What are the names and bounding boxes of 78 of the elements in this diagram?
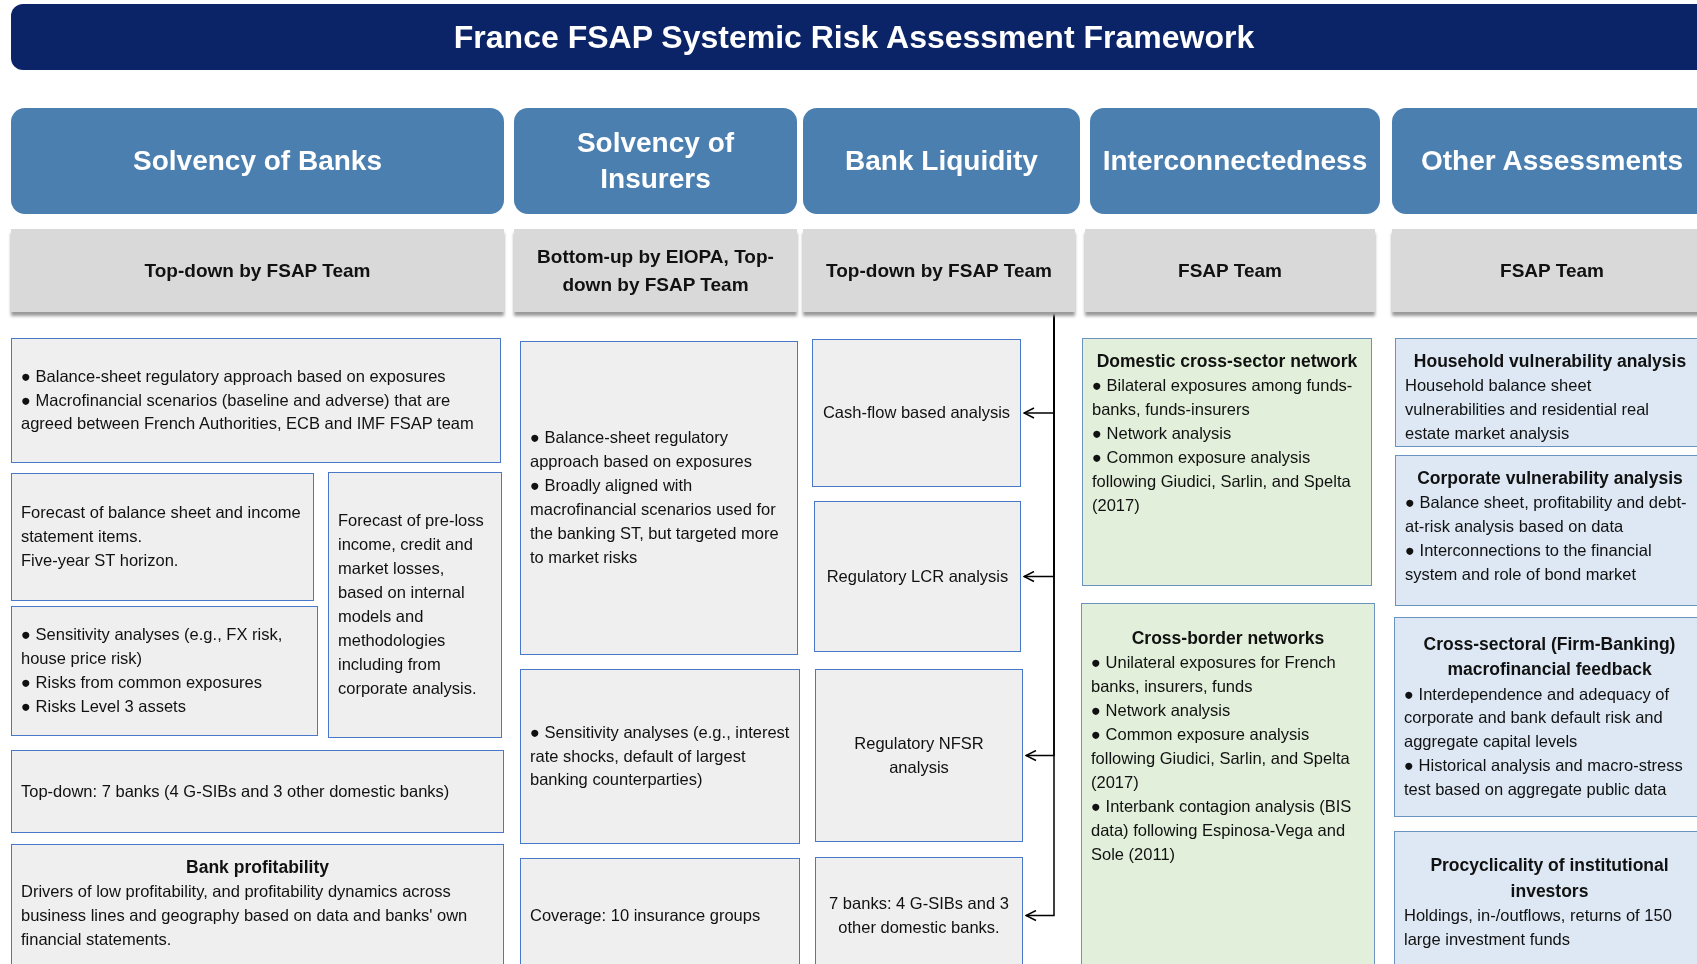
panel-heading: Household vulnerability analysis (1412, 350, 1688, 373)
panel-text: ● Historical analysis and macro-stress test based on aggregate public data (1404, 755, 1684, 801)
panel-text: ● Bilateral exposures among funds-banks, funds-insurers (1092, 375, 1354, 421)
panel-text: ● Common exposure analysis following Giudici, Sarlin, and Spelta (2017) (1092, 447, 1352, 516)
panel-text: ● Unilateral exposures for French banks, insurers, funds (1091, 652, 1337, 698)
panel-text: ● Risks Level 3 assets (21, 695, 187, 717)
panel-heading: Bank profitability (185, 856, 330, 879)
text-panel (1081, 603, 1375, 964)
panel-text: Coverage: 10 insurance groups (530, 905, 762, 927)
banner-text: Top-down by FSAP Team (144, 258, 371, 283)
panel-text: Cash-flow based analysis (822, 402, 1011, 424)
panel-heading: Corporate vulnerability analysis (1416, 467, 1684, 490)
text-panel (11, 473, 314, 601)
panel-text: Regulatory LCR analysis (825, 565, 1010, 587)
text-panel (11, 338, 501, 463)
panel-text: ● Broadly aligned with macrofinancial scenarios used for the banking ST, but targeted more to market risks (530, 475, 780, 568)
panel-text: Forecast of balance sheet and income statement items. (21, 502, 302, 548)
header-text: Other Assessments (1421, 143, 1683, 178)
column-header (803, 108, 1080, 214)
panel-heading: Cross-border networks (1130, 627, 1326, 650)
panel-text: ● Interconnections to the financial system and role of bond market (1405, 540, 1653, 586)
panel-text: ● Balance-sheet regulatory approach based on exposures (530, 427, 753, 473)
text-panel (11, 750, 504, 833)
panel-text: ● Balance-sheet regulatory approach based on exposures (21, 365, 447, 387)
panel-text: Regulatory NFSR analysis (853, 732, 985, 778)
text-panel (815, 857, 1023, 964)
team-banner (11, 229, 504, 312)
panel-text: Household balance sheet vulnerabilities and residential real estate market analysis (1405, 375, 1650, 445)
panel-text: Drivers of low profitability, and profitability dynamics across business lines and geography based on data and banks' own financial statements. (21, 881, 469, 951)
text-panel (1394, 831, 1697, 964)
panel-heading: Domestic cross-sector network (1095, 350, 1359, 373)
text-panel (1394, 617, 1697, 817)
header-text: Bank Liquidity (845, 143, 1038, 178)
panel-text: Top-down: 7 banks (4 G-SIBs and 3 other domestic banks) (21, 780, 451, 802)
team-banner (1085, 229, 1375, 312)
header-text: Solvency of Insurers (575, 125, 736, 196)
panel-text: Holdings, in-/outflows, returns of 150 large investment funds (1404, 904, 1673, 950)
panel-text: ● Balance sheet, profitability and debt-at-risk analysis based on data (1405, 492, 1688, 538)
team-banner (1392, 229, 1697, 312)
panel-text: ● Common exposure analysis following Giudici, Sarlin, and Spelta (2017) (1091, 724, 1351, 793)
column-header (1392, 108, 1697, 214)
text-panel (11, 606, 318, 736)
text-panel (1395, 338, 1697, 447)
team-banner (803, 229, 1075, 312)
text-panel (1395, 455, 1697, 606)
text-panel (814, 501, 1021, 652)
banner-text: FSAP Team (1500, 258, 1604, 283)
text-panel (328, 472, 502, 738)
text-panel (11, 844, 504, 964)
panel-text: ● Sensitivity analyses (e.g., interest rate shocks, default of largest banking counterparties) (530, 721, 790, 791)
header-text: Interconnectedness (1102, 143, 1368, 178)
panel-text: Forecast of pre-loss income, credit and market losses, based on internal models and methodologies including from corporate analysis. (338, 510, 485, 699)
team-banner (514, 229, 797, 312)
column-header (11, 108, 504, 214)
banner-text: Top-down by FSAP Team (826, 258, 1052, 283)
panel-text: ● Interbank contagion analysis (BIS data) following Espinosa-Vega and Sole (2011) (1091, 795, 1353, 865)
text-panel (520, 341, 798, 655)
text-panel (520, 669, 800, 844)
panel-text: ● Network analysis (1092, 423, 1233, 445)
panel-heading: Procyclicality of institutional investors (1429, 854, 1670, 903)
banner-text: Bottom-up by EIOPA, Top-down by FSAP Team (536, 244, 775, 297)
panel-text: ● Sensitivity analyses (e.g., FX risk, house price risk) (21, 624, 284, 670)
panel-text: Five-year ST horizon. (21, 549, 180, 571)
panel-text: ● Risks from common exposures (21, 672, 264, 693)
column-header (1090, 108, 1380, 214)
header-text: Solvency of Banks (133, 143, 382, 178)
title-text: France FSAP Systemic Risk Assessment Framework (452, 19, 1256, 55)
panel-text: 7 banks: 4 G-SIBs and 3 other domestic banks. (828, 892, 1010, 938)
text-panel (520, 858, 800, 964)
banner-text: FSAP Team (1178, 258, 1282, 283)
text-panel (815, 669, 1023, 842)
panel-text: ● Network analysis (1091, 700, 1232, 722)
text-panel (1082, 338, 1372, 586)
text-panel (812, 339, 1021, 487)
column-header (514, 108, 797, 214)
panel-text: ● Interdependence and adequacy of corporate and bank default risk and aggregate capital levels (1404, 683, 1670, 753)
panel-text: ● Macrofinancial scenarios (baseline and adverse) that are agreed between French Authorities, ECB and IMF FSAP team (21, 389, 475, 435)
panel-heading: Cross-sectoral (Firm-Banking) macrofinancial feedback (1422, 632, 1677, 682)
